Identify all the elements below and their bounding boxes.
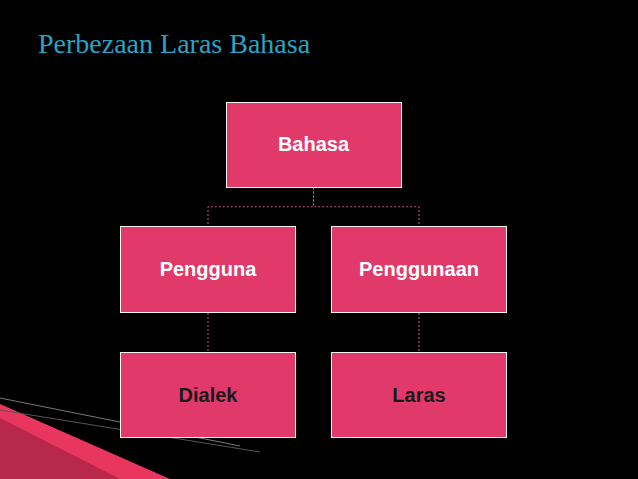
dotted-connector <box>208 313 209 352</box>
dotted-connector <box>419 313 420 352</box>
box-label: Pengguna <box>160 258 257 281</box>
slide-title: Perbezaan Laras Bahasa <box>38 28 310 60</box>
corner-wedge <box>0 418 120 479</box>
hierarchy-box: Laras <box>331 352 507 438</box>
box-label: Bahasa <box>278 133 349 156</box>
dotted-connector <box>208 188 314 227</box>
dotted-connector <box>314 188 420 227</box>
hierarchy-box: Dialek <box>120 352 296 438</box>
box-label: Penggunaan <box>359 258 479 281</box>
hierarchy-box: Pengguna <box>120 226 296 313</box>
box-label: Laras <box>392 384 445 407</box>
hierarchy-box: Penggunaan <box>331 226 507 313</box>
box-label: Dialek <box>179 384 238 407</box>
hierarchy-box: Bahasa <box>226 102 402 188</box>
